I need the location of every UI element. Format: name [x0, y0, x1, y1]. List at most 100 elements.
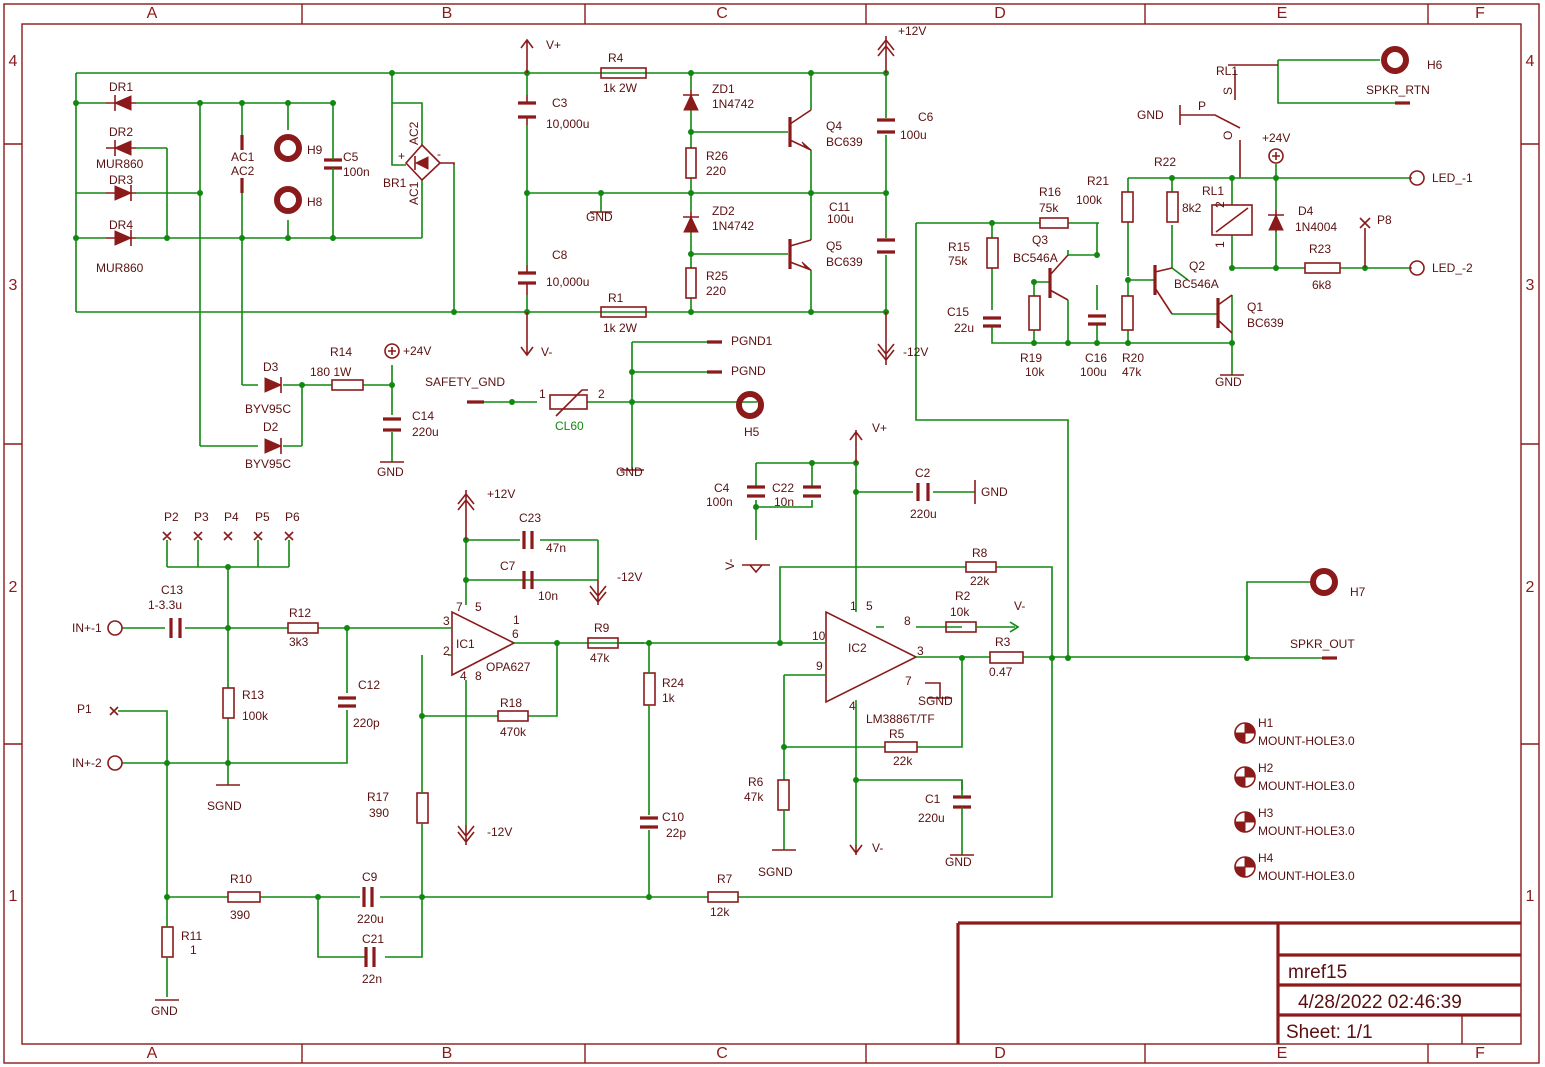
label-ic1-p6: 6 — [512, 627, 519, 641]
label-d4: D4 — [1298, 204, 1314, 218]
label-sgnd-a: SGND — [207, 799, 242, 813]
label-zd2: ZD2 — [712, 204, 735, 218]
grid-row-label: 3 — [9, 277, 18, 294]
label-r18v: 470k — [500, 725, 527, 739]
label-c22v: 10n — [774, 495, 794, 509]
label-r2: R2 — [955, 589, 971, 603]
label-gnd-r11: GND — [151, 1004, 178, 1018]
label-rl1-o: O — [1221, 131, 1235, 140]
label-r3v: 0.47 — [989, 665, 1013, 679]
label-mh3: MOUNT-HOLE3.0 — [1258, 824, 1355, 838]
label-p3: P3 — [194, 510, 209, 524]
label-vplus-top: V+ — [546, 38, 561, 52]
label-c10v: 22p — [666, 826, 686, 840]
label-c16: C16 — [1085, 351, 1107, 365]
label-mh2: MOUNT-HOLE3.0 — [1258, 779, 1355, 793]
label-r7: R7 — [717, 872, 733, 886]
label-br1: BR1 — [383, 176, 407, 190]
input-stage-section — [107, 490, 1053, 1001]
label-r4v: 1k 2W — [603, 81, 638, 95]
label-r19v: 10k — [1025, 365, 1045, 379]
label-c7: C7 — [500, 559, 516, 573]
label-rl1-pin2: 2 — [1213, 201, 1227, 208]
label-r23: R23 — [1309, 242, 1331, 256]
label-r17v: 390 — [369, 806, 389, 820]
label-r16: R16 — [1039, 185, 1061, 199]
label-gnd-q1: GND — [1215, 375, 1242, 389]
component-labels: DR1DR2DR3DR4MUR860MUR860AC1AC2H9H8C5100n… — [72, 24, 1473, 1018]
power-amp-section — [742, 430, 1338, 856]
grid-column-label: F — [1475, 5, 1485, 22]
label-gnd-relay: GND — [1137, 108, 1164, 122]
label-d2: D2 — [263, 420, 279, 434]
label-c23: C23 — [519, 511, 541, 525]
label-c23v: 47n — [546, 541, 566, 555]
label-gnd-c2: GND — [981, 485, 1008, 499]
protection-section — [915, 46, 1425, 658]
label-r8: R8 — [972, 546, 988, 560]
label-d4v: 1N4004 — [1295, 220, 1337, 234]
label-p5: P5 — [255, 510, 270, 524]
label-c14: C14 — [412, 409, 434, 423]
label-ic2-p4: 4 — [849, 699, 856, 713]
label-m12-mid: -12V — [903, 345, 928, 359]
label-r18: R18 — [500, 696, 522, 710]
label-ic2v: LM3886T/TF — [866, 712, 935, 726]
label-sgnd-r6: SGND — [758, 865, 793, 879]
label-led1: LED_-1 — [1432, 171, 1473, 185]
label-c3v: 10,000u — [546, 117, 589, 131]
label-h8: H8 — [307, 195, 323, 209]
label-c11v: 100u — [827, 212, 854, 226]
label-c14v: 220u — [412, 425, 439, 439]
mount-hole-h1 — [1234, 722, 1256, 744]
grid-row-label: 2 — [9, 579, 18, 596]
label-rl1-coil: RL1 — [1202, 184, 1224, 198]
grid-column-label: F — [1475, 1045, 1485, 1062]
label-r6v: 47k — [744, 790, 764, 804]
label-c6: C6 — [918, 110, 934, 124]
label-r9: R9 — [594, 621, 610, 635]
label-dr2: DR2 — [109, 125, 133, 139]
label-spkr-out: SPKR_OUT — [1290, 637, 1355, 651]
grid-column-label: C — [716, 1045, 728, 1062]
grid-column-label: E — [1277, 5, 1288, 22]
label-gnd-c14: GND — [377, 465, 404, 479]
label-r11: R11 — [181, 929, 202, 943]
label-c15v: 22u — [954, 321, 974, 335]
label-rl1-top: RL1 — [1216, 64, 1238, 78]
label-r17: R17 — [367, 790, 389, 804]
label-c9: C9 — [362, 870, 378, 884]
label-vplus-b: V+ — [872, 421, 887, 435]
transistor-q5 — [788, 239, 812, 271]
mount-hole-h4 — [1234, 856, 1256, 878]
label-ic2-p3: 3 — [917, 644, 924, 658]
label-r22v: 8k2 — [1182, 201, 1202, 215]
mount-holes — [1234, 722, 1256, 878]
label-mur860b: MUR860 — [96, 261, 144, 275]
label-led2: LED_-2 — [1432, 261, 1473, 275]
label-c13: C13 — [161, 583, 183, 597]
label-ic1: IC1 — [456, 637, 475, 651]
label-q4: Q4 — [826, 119, 842, 133]
label-p2: P2 — [164, 510, 179, 524]
mount-hole-h2 — [1234, 766, 1256, 788]
grid-column-label: B — [442, 5, 453, 22]
diode-dr2 — [106, 140, 136, 156]
label-ac2: AC2 — [231, 164, 255, 178]
label-cl60-2: 2 — [598, 387, 605, 401]
label-pgnd: PGND — [731, 364, 766, 378]
label-ic2-p1: 1 — [850, 599, 857, 613]
label-cl60: CL60 — [555, 419, 584, 433]
grid-column-label: D — [994, 1045, 1006, 1062]
label-r1: R1 — [608, 291, 624, 305]
grid-row-label: 1 — [9, 888, 18, 905]
title-block-sheet: Sheet: 1/1 — [1286, 1022, 1373, 1043]
grid-column-label: A — [147, 5, 158, 22]
label-c15: C15 — [947, 305, 969, 319]
label-br1-minus: - — [437, 147, 441, 161]
label-r9v: 47k — [590, 651, 610, 665]
label-p12-b: +12V — [487, 487, 515, 501]
label-dr4: DR4 — [109, 218, 133, 232]
